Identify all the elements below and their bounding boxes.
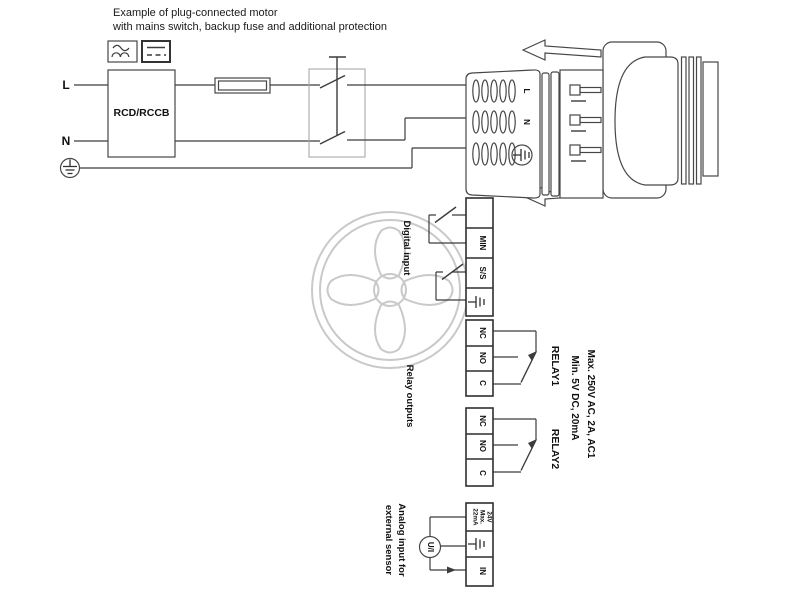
coupling-ring-1	[541, 72, 550, 196]
digital-input-label: Digital input	[401, 221, 412, 277]
relay1-nc: NC	[478, 327, 487, 339]
motor-housing	[614, 56, 679, 186]
signal-arrow-icon	[447, 566, 456, 574]
analog-wiring	[429, 516, 466, 574]
motor-end-cap	[702, 61, 719, 177]
external-switch-2	[441, 263, 464, 281]
terminal-in: IN	[478, 567, 487, 575]
plug-ribs	[472, 79, 516, 166]
rcd-box	[107, 69, 176, 158]
relay1-blade-arrow-icon	[528, 351, 537, 361]
relay2-c: C	[478, 470, 487, 476]
terminal-min: MIN	[478, 236, 487, 251]
sensor-ui-label: U/I	[426, 542, 435, 552]
analog-supply-max: Max.	[479, 510, 486, 524]
relay2-terminal-strip	[465, 407, 494, 487]
mains-in-wires	[74, 84, 108, 142]
backup-fuse	[214, 77, 271, 94]
relay2-nc: NC	[478, 415, 487, 427]
analog-input-section: U/I 24V Max. 22mA IN Analog input for ex…	[383, 502, 494, 587]
relay1-contacts	[493, 330, 537, 385]
plug-live-label: L	[522, 89, 531, 94]
relay1-name: RELAY1	[549, 346, 561, 387]
digital-input-wiring	[428, 206, 466, 301]
earth-wire	[79, 147, 466, 169]
rcd-label: RCD/RCCB	[114, 107, 170, 119]
analog-supply-24v: 24V	[486, 511, 493, 523]
terminal-ss: S/S	[478, 267, 487, 281]
plug-earth-icon	[511, 144, 533, 166]
analog-input-label-1: Analog input for	[396, 503, 407, 577]
watermark-logo	[311, 211, 469, 369]
latch-arrow-top-icon	[521, 39, 602, 61]
rcd-type-symbols	[107, 40, 171, 63]
socket-pins	[569, 84, 602, 162]
relay-outputs-section: NC NO C RELAY1 NC NO C RELAY2 Relay outp…	[404, 319, 596, 487]
mains-section: L N RCD/RCCB	[59, 56, 466, 179]
analog-supply-22ma: 22mA	[472, 508, 479, 526]
relay-rating-line-2: Min. 5V DC, 20mA	[569, 355, 580, 440]
digital-terminal-strip	[465, 197, 494, 317]
neutral-label: N	[62, 134, 71, 148]
relay2-no: NO	[478, 440, 487, 452]
relay-rating-line-1: Max. 250V AC, 2A, AC1	[585, 350, 596, 459]
relay1-c: C	[478, 380, 487, 386]
mains-switch	[308, 56, 366, 158]
plug-assembly: L N	[465, 39, 719, 207]
relay2-blade-arrow-icon	[528, 439, 537, 449]
motor-ring-3	[695, 56, 702, 185]
neutral-wire-b	[347, 117, 466, 141]
smooth-dc-icon	[141, 40, 171, 63]
relay-outputs-label: Relay outputs	[404, 365, 415, 428]
earth-ground-icon	[59, 157, 81, 179]
switch-blade-neutral	[319, 130, 346, 145]
diagram-title: Example of plug-connected motor with mai…	[112, 7, 387, 33]
live-label: L	[62, 78, 69, 92]
motor-socket	[559, 69, 604, 199]
plug-neutral-label: N	[522, 119, 531, 125]
external-switch-1	[434, 206, 457, 224]
digital-input-section: MIN S/S Digital input	[401, 197, 494, 317]
sensor-symbol: U/I	[418, 535, 442, 559]
analog-input-label-2: external sensor	[383, 505, 394, 576]
relay1-terminal-strip	[465, 319, 494, 397]
relay2-name: RELAY2	[549, 429, 561, 470]
pulsating-current-icon	[107, 40, 138, 63]
relay1-no: NO	[478, 352, 487, 364]
title-line-2: with mains switch, backup fuse and addit…	[112, 21, 387, 33]
coupling-ring-2	[550, 71, 560, 197]
motor-ring-2	[688, 56, 695, 185]
switch-link	[329, 56, 346, 136]
title-line-1: Example of plug-connected motor	[113, 7, 278, 19]
motor-ring-1	[680, 56, 687, 185]
relay2-contacts	[493, 418, 537, 473]
switch-blade-live	[319, 74, 346, 89]
